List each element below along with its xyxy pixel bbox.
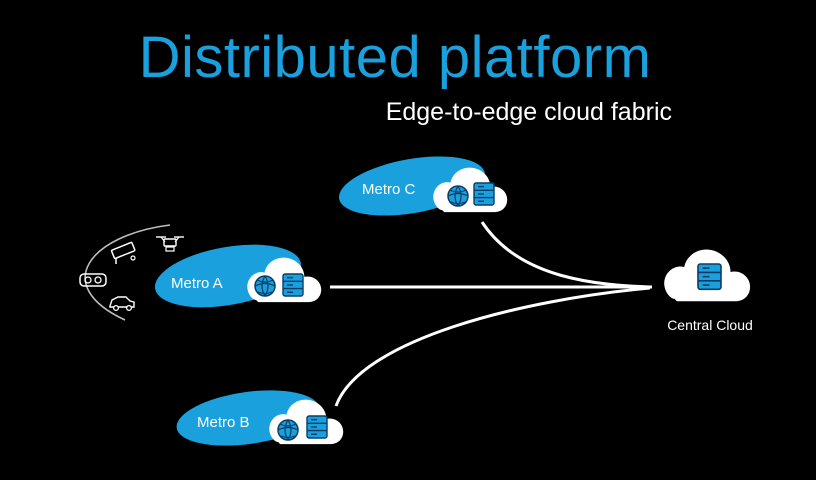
server-icon (697, 263, 722, 291)
metro-b-label: Metro B (197, 414, 250, 431)
edge-devices-arc (84, 224, 171, 321)
server-icon (282, 273, 304, 297)
page-subtitle: Edge-to-edge cloud fabric (385, 98, 672, 126)
globe-icon (277, 419, 299, 441)
drone-icon (156, 236, 184, 252)
node-metro-b: Metro B (176, 390, 344, 446)
link-metro-b-central (334, 286, 651, 407)
vr-headset-icon (79, 273, 107, 287)
central-cloud-label: Central Cloud (667, 317, 753, 333)
car-icon (109, 296, 135, 312)
camera-icon (110, 241, 136, 264)
page-title: Distributed platform (138, 25, 652, 90)
metro-c-label: Metro C (362, 181, 416, 198)
link-metro-c-central (480, 221, 651, 289)
server-icon (473, 182, 495, 206)
metro-a-label: Metro A (171, 275, 223, 292)
node-metro-c: Metro C (338, 156, 508, 216)
node-central-cloud: Central Cloud (664, 249, 753, 333)
server-icon (306, 415, 328, 439)
node-metro-a: Metro A (154, 244, 322, 308)
globe-icon (447, 185, 469, 207)
globe-icon (254, 275, 276, 297)
